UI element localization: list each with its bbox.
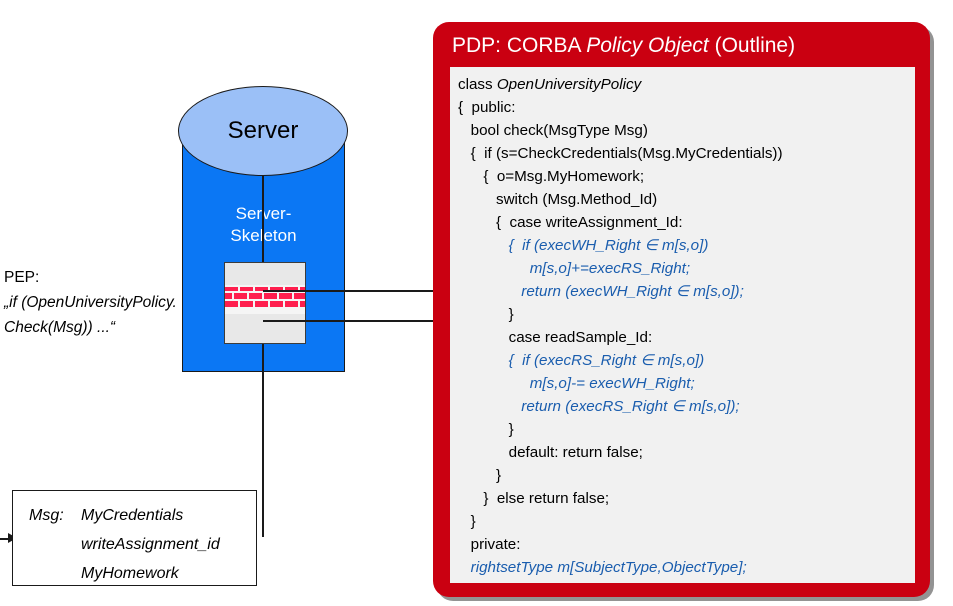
server-cylinder-top: Server <box>178 86 348 176</box>
brick <box>285 301 298 307</box>
arrow-shaft-msg-to-firewall <box>262 322 264 537</box>
brick <box>294 293 305 299</box>
message-row-0: Msg: MyCredentials <box>29 501 256 530</box>
pdp-title-italic: Policy Object <box>586 34 709 57</box>
server-label: Server <box>227 117 299 144</box>
pep-caption: PEP: „if (OpenUniversityPolicy. Check(Ms… <box>4 265 254 340</box>
message-row-2: MyHomework <box>29 559 256 588</box>
message-field-0: MyCredentials <box>81 507 184 524</box>
code-line-15: } <box>458 421 514 438</box>
code-line-21: rightsetType m[SubjectType,ObjectType]; <box>458 559 747 576</box>
brick <box>270 301 283 307</box>
code-line-6: { case writeAssignment_Id: <box>458 214 683 231</box>
brick <box>225 293 232 299</box>
connector-top-horizontal <box>263 290 477 292</box>
server-skeleton-label-line1: Server- <box>182 203 345 225</box>
code-line-5: switch (Msg.Method_Id) <box>458 191 658 208</box>
pdp-title: PDP: CORBA Policy Object (Outline) <box>452 34 795 58</box>
brick <box>285 285 298 291</box>
code-line-1: { public: <box>458 99 516 116</box>
arrow-shaft-up-to-server <box>262 175 264 280</box>
code-line-8: m[s,o]+=execRS_Right; <box>458 260 691 277</box>
code-line-0-italic: OpenUniversityPolicy <box>496 76 642 93</box>
code-line-9: return (execWH_Right ∈ m[s,o]); <box>458 283 744 300</box>
brick <box>225 285 238 291</box>
brick <box>240 301 253 307</box>
pep-quote-line1: „if (OpenUniversityPolicy. <box>4 294 177 311</box>
message-label: Msg: <box>29 507 64 524</box>
connector-bottom-horizontal <box>263 320 477 322</box>
message-field-1: writeAssignment_id <box>81 536 220 553</box>
server-skeleton-label-line2: Skeleton <box>182 225 345 247</box>
code-line-3: { if (s=CheckCredentials(Msg.MyCredentia… <box>458 145 783 162</box>
code-line-11: case readSample_Id: <box>458 329 653 346</box>
firewall-bricks-icon <box>225 285 305 314</box>
brick <box>264 293 277 299</box>
server-skeleton-label: Server- Skeleton <box>182 203 345 247</box>
code-line-4: { o=Msg.MyHomework; <box>458 168 645 185</box>
code-line-22: } <box>458 579 915 583</box>
brick <box>234 293 247 299</box>
code-line-10: } <box>458 306 514 323</box>
brick <box>249 293 262 299</box>
message-row-1: writeAssignment_id <box>29 530 256 559</box>
message-box: Msg: MyCredentials writeAssignment_id MyH… <box>12 490 257 586</box>
brick <box>225 301 238 307</box>
code-line-16: default: return false; <box>458 444 643 461</box>
code-line-18: } else return false; <box>458 490 610 507</box>
code-line-13: m[s,o]-= execWH_Right; <box>458 375 695 392</box>
code-line-12: { if (execRS_Right ∈ m[s,o]) <box>458 352 705 369</box>
pdp-code-panel: class OpenUniversityPolicy { public: bool… <box>450 67 915 583</box>
code-line-14: return (execRS_Right ∈ m[s,o]); <box>458 398 740 415</box>
code-line-0-text: class <box>458 76 497 93</box>
brick <box>300 285 305 291</box>
pep-title: PEP: <box>4 269 40 286</box>
brick <box>279 293 292 299</box>
code-line-2: bool check(MsgType Msg) <box>458 122 648 139</box>
brick <box>270 285 283 291</box>
pdp-title-prefix: PDP: CORBA <box>452 34 587 57</box>
arrow-shaft-into-msg-box <box>0 538 14 540</box>
message-field-2: MyHomework <box>81 565 179 582</box>
code-line-20: private: <box>458 536 521 553</box>
pep-quote-line2: Check(Msg)) ...“ <box>4 319 116 336</box>
brick <box>240 285 253 291</box>
code-line-17: } <box>458 467 502 484</box>
brick <box>300 301 305 307</box>
pdp-title-suffix: (Outline) <box>708 34 796 57</box>
code-line-19: } <box>458 513 476 530</box>
code-line-0: class OpenUniversityPolicy <box>458 73 915 96</box>
brick <box>255 301 268 307</box>
brick <box>255 285 268 291</box>
code-line-7: { if (execWH_Right ∈ m[s,o]) <box>458 237 709 254</box>
